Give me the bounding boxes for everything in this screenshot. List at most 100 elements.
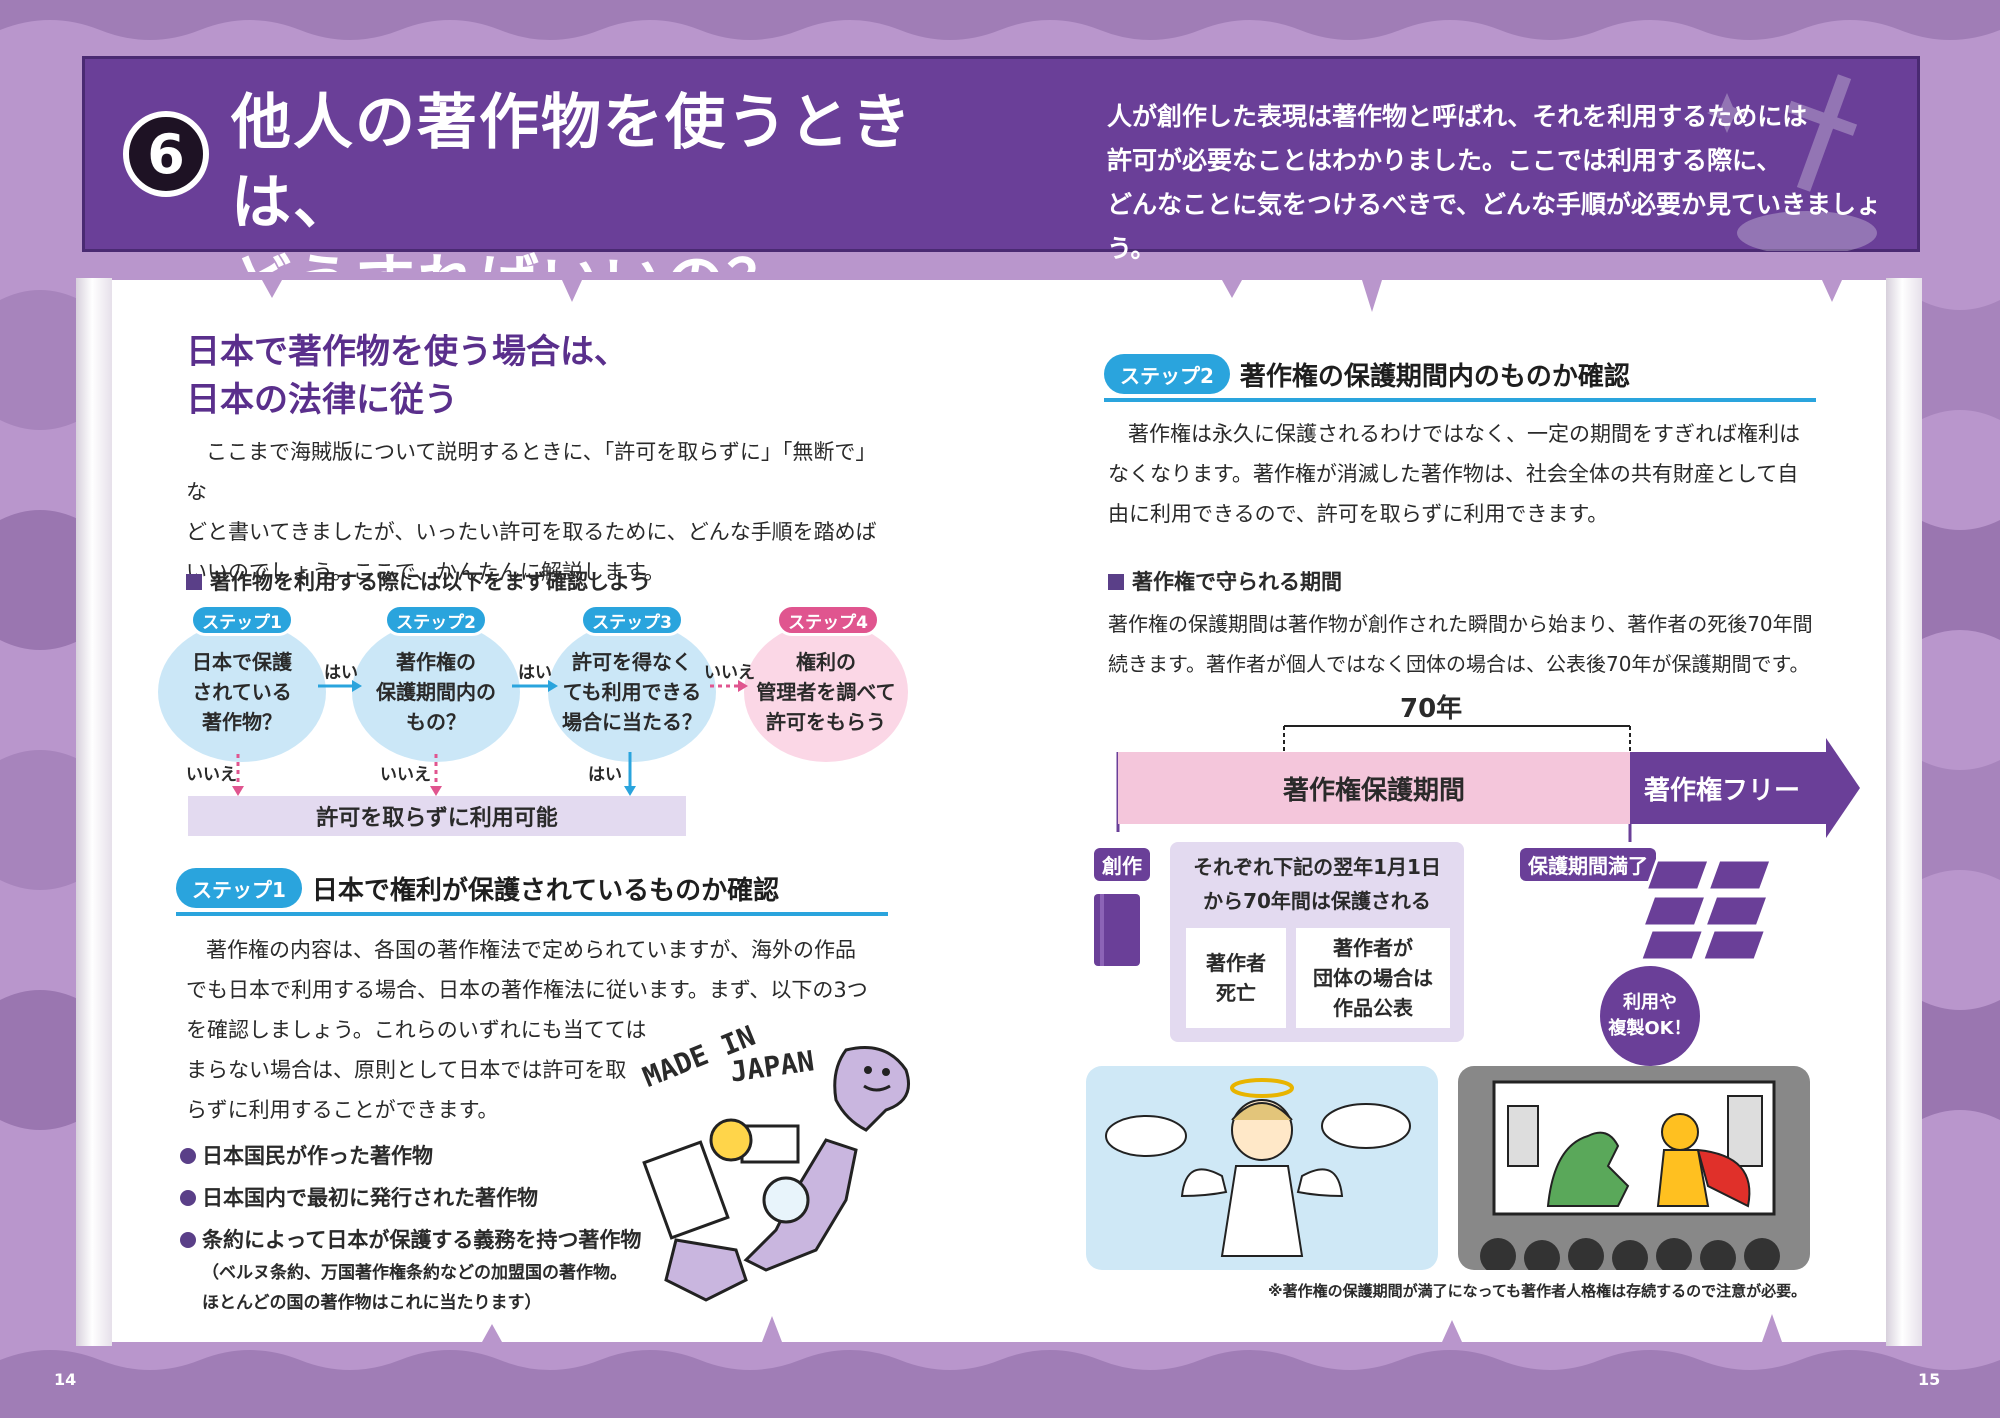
angel-illustration xyxy=(1086,1066,1438,1270)
creation-label: 創作 xyxy=(1094,848,1150,881)
conditions-box: それぞれ下記の翌年1月1日 から70年間は保護される 著作者死亡 著作者が団体の… xyxy=(1170,842,1464,1042)
step2-tag: ステップ2 xyxy=(1104,354,1230,394)
flow-text: 日本で保護 xyxy=(192,650,292,674)
flow-step-4: 権利の管理者を調べて許可をもらう xyxy=(744,622,908,762)
flow-step-3-tag: ステップ3 xyxy=(580,604,684,636)
para-line: ここまで海賊版について説明するときに、「許可を取らずに」「無断で」な xyxy=(186,440,877,504)
yes-label: はい xyxy=(324,663,358,683)
period-heading: 著作権で守られる期間 xyxy=(1108,566,1342,596)
note-line: （ベルヌ条約、万国著作権条約などの加盟国の著作物。 xyxy=(202,1263,627,1283)
bullet-item: 条約によって日本が保護する義務を持つ著作物 xyxy=(180,1224,641,1254)
flow-arrows xyxy=(232,680,748,796)
dot-icon xyxy=(180,1148,196,1164)
arrow-right-icon xyxy=(1826,738,1860,838)
step2-underline xyxy=(1104,398,1816,402)
para-line: なくなります。著作権が消滅した著作物は、社会全体の共有財産として自 xyxy=(1108,462,1799,486)
scroll-roll-left xyxy=(76,278,112,1346)
flow-step-2-tag: ステップ2 xyxy=(384,604,488,636)
heading-line-2: 日本の法律に従う xyxy=(186,380,458,420)
flow-text: もの？ xyxy=(406,710,466,734)
step1-tag: ステップ1 xyxy=(176,868,302,908)
bullet-text: 日本国内で最初に発行された著作物 xyxy=(202,1186,538,1210)
flow-text: されている xyxy=(192,680,292,704)
no-label: いいえ xyxy=(186,765,237,785)
step2-paragraph: 著作権は永久に保護されるわけではなく、一定の期間をすぎれば権利は なくなります。… xyxy=(1108,414,1820,534)
cond-text: 団体の場合は xyxy=(1313,966,1433,990)
para-line: らずに利用することができます。 xyxy=(186,1098,499,1122)
step1-title: 日本で権利が保護されているものか確認 xyxy=(311,875,780,906)
ok-text: 複製OK！ xyxy=(1608,1018,1692,1039)
copyright-free-bar: 著作権フリー xyxy=(1630,752,1826,824)
years-label: 70年 xyxy=(1400,694,1463,724)
flow-text: 保護期間内の xyxy=(376,680,496,704)
step2-heading: ステップ2 著作権の保護期間内のものか確認 xyxy=(1104,354,1630,394)
page-number-right: 15 xyxy=(1918,1370,1941,1389)
protection-period-bar: 著作権保護期間 xyxy=(1118,752,1630,824)
para-line: 由に利用できるので、許可を取らずに利用できます。 xyxy=(1108,502,1609,526)
yes-label: はい xyxy=(588,765,622,785)
flow-text: 許可をもらう xyxy=(765,710,886,734)
para-line: まらない場合は、原則として日本では許可を取 xyxy=(186,1058,627,1082)
cond-line: から70年間は保護される xyxy=(1203,889,1431,913)
flow-text: 著作物？ xyxy=(202,710,282,734)
paper-top-edge xyxy=(82,272,1920,312)
step1-paragraph: 著作権の内容は、各国の著作権法で定められていますが、海外の作品 でも日本で利用す… xyxy=(186,930,898,1130)
period-paragraph: 著作権の保護期間は著作物が創作された瞬間から始まり、著作者の死後70年間 続きま… xyxy=(1108,604,1820,684)
para-line: 著作権は永久に保護されるわけではなく、一定の期間をすぎれば権利は xyxy=(1128,422,1800,446)
cond-line: それぞれ下記の翌年1月1日 xyxy=(1193,855,1441,879)
flow-text: 場合に当たる？ xyxy=(562,710,702,734)
section-heading: 日本で著作物を使う場合は、 日本の法律に従う xyxy=(186,328,628,424)
book-icon xyxy=(1094,894,1140,966)
para-line: 続きます。著作者が個人ではなく団体の場合は、公表後70年が保護期間です。 xyxy=(1108,652,1810,676)
period-heading-text: 著作権で守られる期間 xyxy=(1132,570,1342,594)
footnote: ※著作権の保護期間が満了になっても著作者人格権は存続するので注意が必要。 xyxy=(1268,1282,1807,1300)
conditions-title: それぞれ下記の翌年1月1日 から70年間は保護される xyxy=(1170,850,1464,918)
condition-organization: 著作者が団体の場合は作品公表 xyxy=(1296,928,1450,1028)
condition-author-death: 著作者死亡 xyxy=(1186,928,1286,1028)
flow-text: 管理者を調べて xyxy=(756,680,896,704)
result-bar: 許可を取らずに利用可能 xyxy=(188,796,686,836)
para-line: でも日本で利用する場合、日本の著作権法に従います。まず、以下の3つ xyxy=(186,978,868,1002)
intro-paragraph: ここまで海賊版について説明するときに、「許可を取らずに」「無断で」な どと書いて… xyxy=(186,432,896,592)
check-heading-text: 著作物を利用する際には以下をまず確認しよう xyxy=(210,570,651,594)
ok-text: 利用や xyxy=(1623,992,1677,1013)
yes-label: はい xyxy=(518,663,552,683)
para-line: を確認しましょう。これらのいずれにも当てては xyxy=(186,1018,647,1042)
flow-text: 権利の xyxy=(795,650,856,674)
bullet-text: 日本国民が作った著作物 xyxy=(202,1144,433,1168)
intro-line-3: どんなことに気をつけるべきで、どんな手順が必要か見ていきましょう。 xyxy=(1107,190,1882,263)
cond-text: 作品公表 xyxy=(1333,996,1413,1020)
para-line: いいのでしょう。ここで、かんたんに解説します。 xyxy=(186,560,665,584)
chapter-number: 6 xyxy=(123,111,209,197)
para-line: 著作権の保護期間は著作物が創作された瞬間から始まり、著作者の死後70年間 xyxy=(1108,612,1813,636)
bullet-text: 条約によって日本が保護する義務を持つ著作物 xyxy=(202,1228,642,1252)
dot-icon xyxy=(180,1190,196,1206)
page-number-left: 14 xyxy=(54,1370,77,1389)
ok-bubble: 利用や複製OK！ xyxy=(1600,966,1700,1066)
intro-line-1: 人が創作した表現は著作物と呼ばれ、それを利用するためには xyxy=(1107,102,1808,131)
square-bullet-icon xyxy=(186,574,202,590)
intro-line-2: 許可が必要なことはわかりました。ここでは利用する際に、 xyxy=(1107,146,1782,175)
flow-text: 著作権の xyxy=(396,650,476,674)
flow-step-4-tag: ステップ4 xyxy=(776,604,880,636)
step1-underline xyxy=(176,912,888,916)
heading-line-1: 日本で著作物を使う場合は、 xyxy=(186,332,628,372)
step1-heading: ステップ1 日本で権利が保護されているものか確認 xyxy=(176,868,779,908)
scroll-roll-right xyxy=(1886,278,1922,1346)
title-line-1: 他人の著作物を使うときは、 xyxy=(231,88,913,238)
japan-map-illustration xyxy=(642,1046,910,1302)
flow-text: ても利用できる xyxy=(562,680,702,704)
flow-step-3: 許可を得なくても利用できる場合に当たる？ xyxy=(548,622,716,762)
flow-step-1-tag: ステップ1 xyxy=(190,604,294,636)
no-label: いいえ xyxy=(704,663,755,683)
chapter-intro: 人が創作した表現は著作物と呼ばれ、それを利用するためには 許可が必要なことはわか… xyxy=(1107,95,1907,271)
paper-bottom-edge xyxy=(82,1314,1920,1350)
flow-step-1: 日本で保護されている著作物？ xyxy=(158,622,326,762)
dot-icon xyxy=(180,1232,196,1248)
sword-icon xyxy=(1707,74,1877,251)
note-line: ほとんどの国の著作物はこれに当たります） xyxy=(202,1293,542,1313)
bullet-item: 日本国内で最初に発行された著作物 xyxy=(180,1182,538,1212)
monster-movie-illustration xyxy=(1458,1066,1810,1270)
cond-text: 著作者が xyxy=(1333,936,1413,960)
bullet-item: 日本国民が作った著作物 xyxy=(180,1140,433,1170)
